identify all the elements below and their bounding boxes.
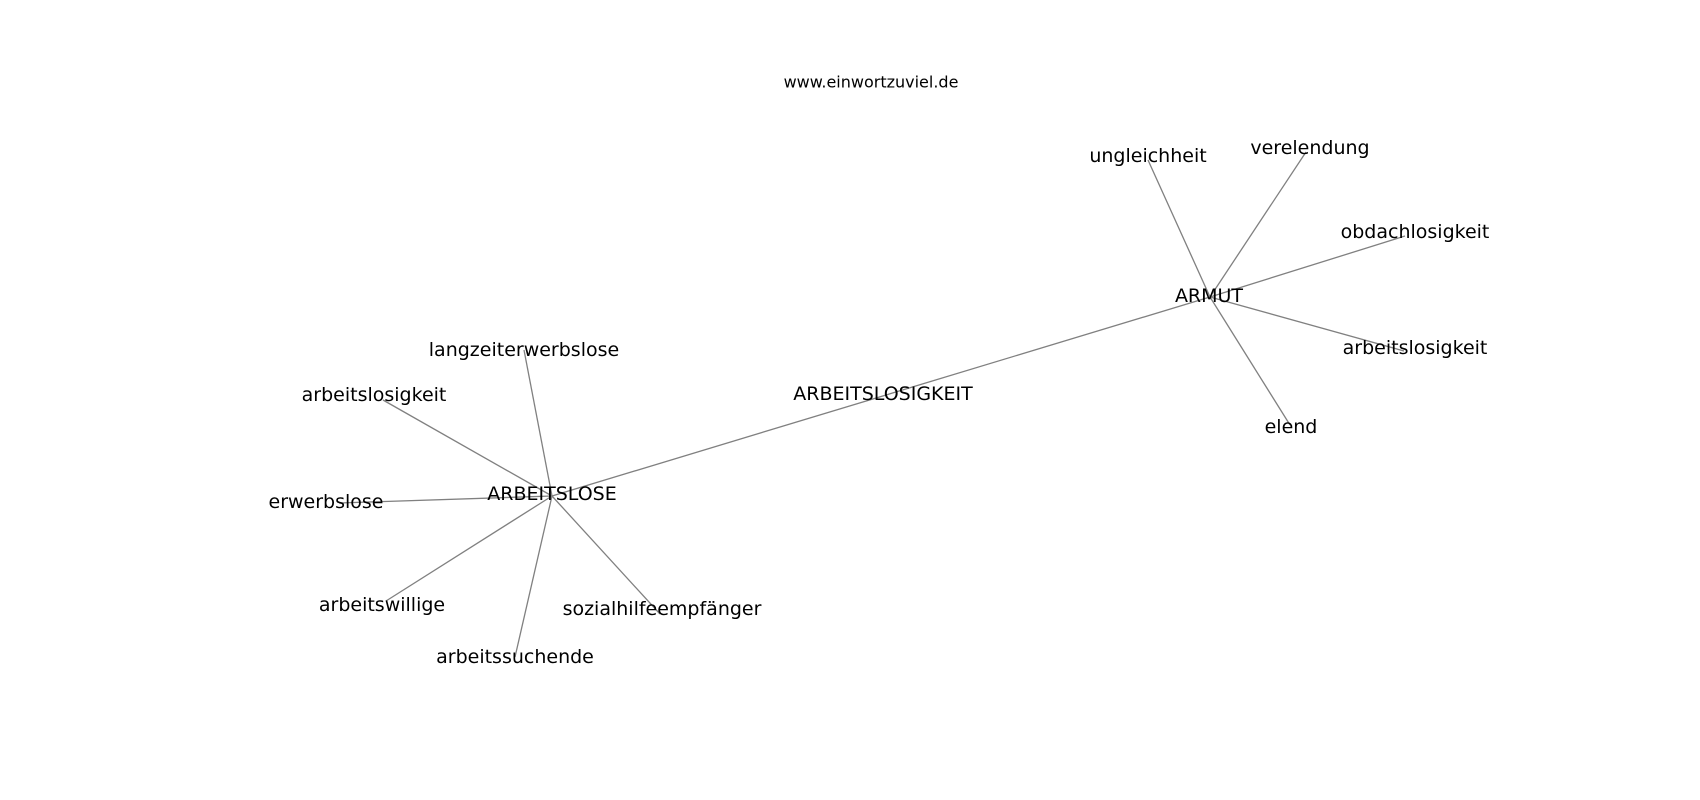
node-label-sozialhilfeempfaenger: sozialhilfeempfänger xyxy=(563,598,762,620)
node-label-arbeitslosigkeit-right: arbeitslosigkeit xyxy=(1343,337,1488,359)
site-url-label: www.einwortzuviel.de xyxy=(784,73,959,92)
node-label-erwerbslose: erwerbslose xyxy=(269,491,384,513)
edge-arbeitslose-arbeitswillige xyxy=(385,495,553,602)
edge-arbeitslose-armut xyxy=(551,296,1211,497)
node-label-arbeitswillige: arbeitswillige xyxy=(319,594,445,616)
edge-armut-obdachlosigkeit xyxy=(1209,235,1406,298)
node-label-arbeitslosigkeit: ARBEITSLOSIGKEIT xyxy=(793,383,973,405)
node-label-arbeitslose: ARBEITSLOSE xyxy=(487,483,616,505)
node-label-arbeitssuchende: arbeitssuchende xyxy=(436,646,594,668)
node-label-langzeiterwerbslose: langzeiterwerbslose xyxy=(429,339,619,361)
edge-arbeitslose-langzeiterwerbslose xyxy=(523,349,553,497)
node-label-ungleichheit: ungleichheit xyxy=(1089,145,1206,167)
edge-armut-ungleichheit xyxy=(1147,159,1211,298)
node-label-arbeitslosigkeit-left: arbeitslosigkeit xyxy=(302,384,447,406)
node-label-verelendung: verelendung xyxy=(1250,137,1369,159)
node-label-elend: elend xyxy=(1265,416,1318,438)
node-label-armut: ARMUT xyxy=(1175,285,1243,307)
edge-armut-elend xyxy=(1209,296,1291,426)
edge-armut-arbeitslosigkeit-right xyxy=(1209,296,1405,352)
graph-edges xyxy=(338,151,1406,658)
edge-arbeitslose-arbeitssuchende xyxy=(514,495,553,658)
edge-armut-verelendung xyxy=(1209,151,1307,298)
node-label-obdachlosigkeit: obdachlosigkeit xyxy=(1341,221,1490,243)
edge-arbeitslose-erwerbslose xyxy=(338,495,553,504)
edge-arbeitslose-sozialhilfeempfaenger xyxy=(551,495,661,615)
edge-arbeitslose-arbeitslosigkeit-left xyxy=(382,399,553,497)
graph-labels: ARBEITSLOSIGKEIT ARBEITSLOSE ARMUT langzeit… xyxy=(269,137,1490,668)
